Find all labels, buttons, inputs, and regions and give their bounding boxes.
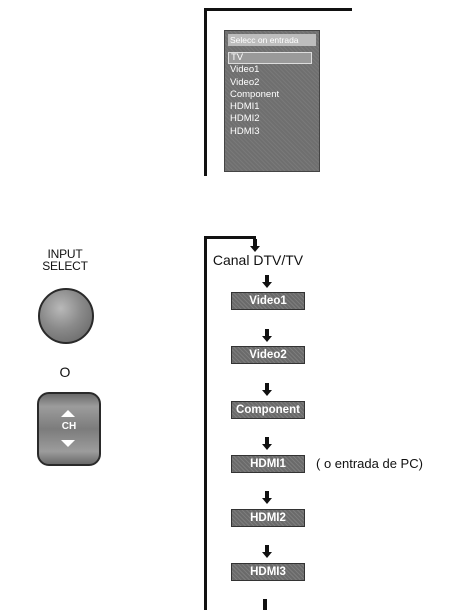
menu-item-tv[interactable]: TV (228, 52, 312, 65)
arrow-down-icon (262, 437, 272, 450)
arrow-down-icon (262, 545, 272, 558)
input-select-button[interactable] (38, 288, 94, 344)
input-select-label-line2: SELECT (42, 259, 88, 273)
input-select-label-line1: INPUT (47, 247, 83, 261)
sequence-box-hdmi3: HDMI3 (231, 563, 305, 581)
menu-item-hdmi1[interactable]: HDMI1 (230, 101, 260, 113)
menu-item-video2[interactable]: Video2 (230, 76, 260, 88)
flow-loop-line-horizontal (204, 236, 256, 239)
sequence-box-video1: Video1 (231, 292, 305, 310)
channel-button[interactable]: CH (37, 392, 101, 466)
sequence-box-component: Component (231, 401, 305, 419)
sequence-box-video2: Video2 (231, 346, 305, 364)
input-select-menu: Selecc on entrada TV Video1 Video2 Compo… (224, 30, 320, 172)
arrow-down-icon (262, 329, 272, 342)
arrow-down-icon (250, 239, 260, 252)
input-select-label: INPUT SELECT (30, 248, 100, 272)
top-frame-line-vertical (204, 8, 207, 176)
channel-up-icon[interactable] (61, 410, 75, 417)
menu-item-list: TV Video1 Video2 Component HDMI1 HDMI2 H… (228, 52, 316, 138)
hdmi1-pc-note: ( o entrada de PC) (316, 456, 423, 471)
arrow-down-icon (262, 275, 272, 288)
sequence-box-hdmi1: HDMI1 (231, 455, 305, 473)
sequence-start-label: Canal DTV/TV (212, 252, 304, 268)
top-frame-line-horizontal (204, 8, 352, 11)
flow-return-line (263, 599, 267, 610)
or-label: O (59, 364, 71, 380)
arrow-down-icon (262, 491, 272, 504)
flow-loop-line-vertical (204, 236, 207, 610)
menu-item-hdmi3[interactable]: HDMI3 (230, 125, 260, 137)
menu-item-hdmi2[interactable]: HDMI2 (230, 113, 260, 125)
menu-item-video1[interactable]: Video1 (230, 64, 260, 76)
sequence-box-hdmi2: HDMI2 (231, 509, 305, 527)
channel-down-icon[interactable] (61, 440, 75, 447)
menu-title: Selecc on entrada (228, 34, 316, 46)
menu-item-component[interactable]: Component (230, 88, 280, 100)
channel-label: CH (61, 421, 77, 432)
arrow-down-icon (262, 383, 272, 396)
